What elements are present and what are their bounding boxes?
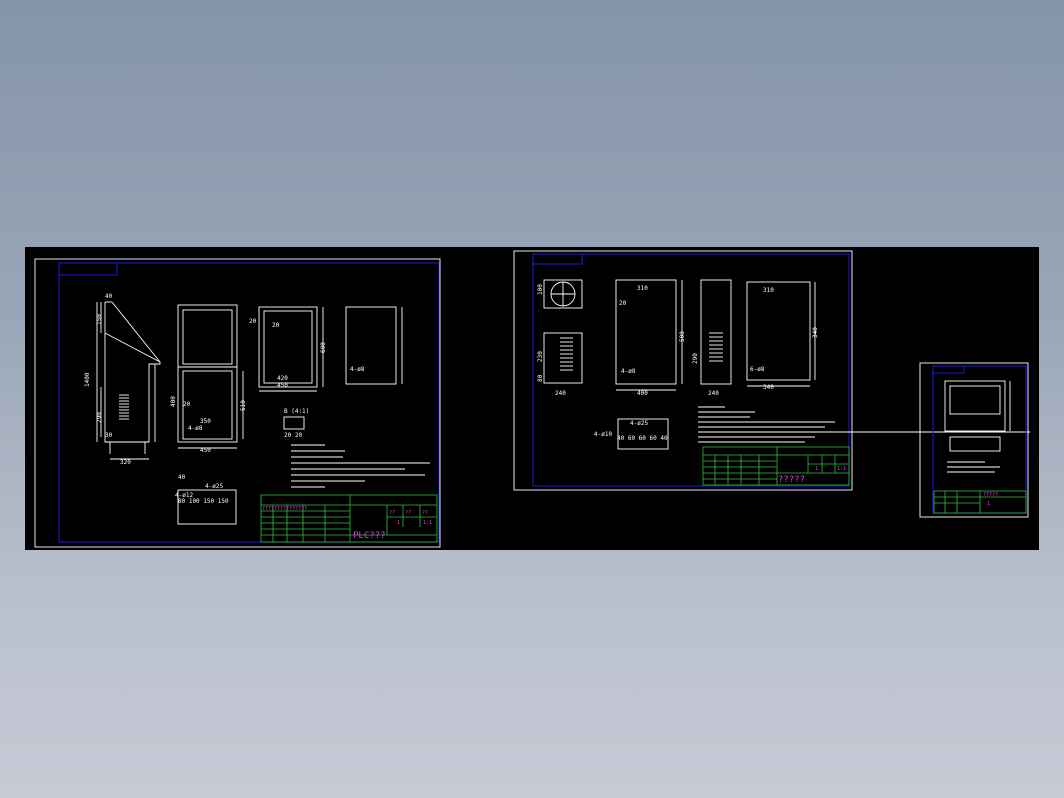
sheet1-title: PLC??? (353, 531, 386, 541)
sheet2-outer-frame (513, 250, 853, 491)
tb3-val1: 1 (987, 501, 990, 507)
dim-600: 600 (320, 342, 327, 353)
sheet3-label: ????? (983, 492, 998, 498)
rear-panel-view: 4-ø8 (345, 306, 403, 385)
tb1-val2: 1:1 (423, 520, 432, 526)
dim-4-d8-rear: 4-ø8 (350, 366, 365, 373)
side-view: 40 150 1400 290 30 320 (84, 293, 161, 466)
tb1-row1: ??????????????? (262, 506, 307, 512)
sheet2-inner-border (532, 253, 850, 487)
front-view: 20 350 4-ø8 450 510 400 (170, 304, 247, 454)
dim2-4-d8: 4-ø8 (621, 368, 636, 375)
dim2-340: 340 (763, 384, 774, 391)
dim-4-d25: 4-ø25 (205, 483, 223, 490)
detail-b-label: B (4:1) (284, 408, 309, 415)
tb1-val1: 1 (397, 520, 400, 526)
sheet2-corner-tag (532, 253, 583, 265)
cad-canvas[interactable]: 40 150 1400 290 30 320 20 350 4-ø8 450 5… (25, 247, 1039, 550)
detail-b: B (4:1) 20 20 (283, 408, 309, 439)
panel-front-view: 310 20 4-ø8 400 500 (615, 279, 686, 397)
dim2-400: 400 (637, 390, 648, 397)
view-a: 20 20 420 450 600 (249, 306, 327, 392)
sheet2-title: ????? (778, 475, 805, 485)
dim-510: 510 (240, 400, 247, 411)
dim2-4-d25: 4-ø25 (630, 420, 648, 427)
dim-20c: 20 (272, 322, 280, 329)
sheet2-title-block: 1 1:1 ????? (702, 446, 850, 486)
sheet1-inner-border (58, 262, 440, 543)
dim-350: 350 (200, 418, 211, 425)
dim-40b: 40 (178, 474, 186, 481)
tb1-col3: ?? (422, 510, 428, 516)
tb2-val1: 1 (815, 466, 818, 472)
dim-sequence: 80 100 150 150 (178, 498, 229, 505)
dim-450: 450 (200, 447, 211, 454)
sheet-1[interactable]: 40 150 1400 290 30 320 20 350 4-ø8 450 5… (34, 258, 441, 548)
detail-b-dims: 20 20 (284, 432, 302, 439)
sheet1-title-block: ??????????????? ?? ?? ?? 1 1:1 PLC??? (260, 494, 438, 543)
dim-30: 30 (105, 432, 113, 439)
tb2-val2: 1:1 (837, 466, 846, 472)
notes-sheet2 (698, 406, 1030, 443)
sheet-2[interactable]: 100 230 80 240 310 20 4-ø8 400 500 2 (513, 250, 1030, 491)
sheet2-bottom-plate: 4-ø25 4-ø10 40 60 60 60 40 (594, 418, 669, 450)
dim2-240: 240 (555, 390, 566, 397)
vent-top-view: 100 230 80 240 (537, 279, 583, 397)
dim2-230: 230 (537, 351, 544, 362)
sheet3-title-block: ????? 1 (933, 490, 1027, 514)
dim-4-d12: 4-ø12 (175, 492, 193, 499)
dim-150: 150 (96, 314, 103, 325)
dim2-500: 500 (679, 331, 686, 342)
dim2-310b: 310 (763, 287, 774, 294)
tb1-col2: ?? (405, 510, 411, 516)
dim-420: 420 (277, 375, 288, 382)
dim-20b: 20 (249, 318, 257, 325)
bottom-view: 4-ø12 4-ø25 40 80 100 150 150 (175, 474, 237, 525)
notes-sheet1 (291, 444, 430, 488)
dim2-6-d8: 6-ø8 (750, 366, 765, 373)
sheet3-views (944, 380, 1011, 473)
panel-rear-view: 310 6-ø8 340 340 (746, 281, 819, 391)
dim2-80: 80 (537, 374, 544, 382)
dim2-100: 100 (537, 284, 544, 295)
dim2-20: 20 (619, 300, 627, 307)
dim-40: 40 (105, 293, 113, 300)
sheet3-corner-tag (932, 365, 965, 374)
dim-4-d8-front: 4-ø8 (188, 425, 203, 432)
tb1-col1: ?? (389, 510, 395, 516)
sheet3-outer-frame (919, 362, 1029, 518)
panel-side-view: 290 240 (692, 279, 732, 397)
dim2-290: 290 (692, 353, 699, 364)
sheet1-corner-tag (58, 262, 118, 276)
dim2-340b: 340 (812, 327, 819, 338)
dim-1400: 1400 (84, 372, 91, 387)
dim2-310: 310 (637, 285, 648, 292)
dim2-4-d10: 4-ø10 (594, 431, 612, 438)
dim-20: 20 (183, 401, 191, 408)
dim-290: 290 (96, 412, 103, 423)
sheet1-outer-frame (34, 258, 441, 548)
drawing-viewport[interactable]: 40 150 1400 290 30 320 20 350 4-ø8 450 5… (25, 247, 1039, 550)
dim-450b: 450 (277, 382, 288, 389)
dim-320: 320 (120, 459, 131, 466)
dim2-sequence: 40 60 60 60 40 (617, 435, 668, 442)
sheet-3[interactable]: ????? 1 (919, 362, 1029, 518)
dim-400: 400 (170, 396, 177, 407)
dim2-240b: 240 (708, 390, 719, 397)
